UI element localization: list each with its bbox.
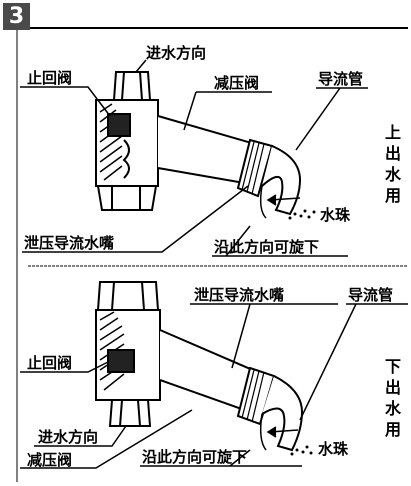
- top-label-check-valve: 止回阀: [27, 69, 73, 87]
- bottom-leader-lines: [20, 303, 408, 469]
- bottom-inlet-nut: [108, 399, 152, 427]
- top-rotate-arrow: [266, 194, 301, 206]
- bottom-check-insert: [107, 349, 135, 373]
- bottom-label-rotate-hint: 沿此方向可旋下: [142, 448, 248, 466]
- top-water-drops: [288, 209, 316, 220]
- bottom-assembly: [95, 281, 304, 452]
- bottom-top-nut: [96, 281, 160, 311]
- top-bottom-nut: [96, 185, 158, 211]
- top-label-water-drops: 水珠: [320, 206, 351, 224]
- top-assembly: [95, 71, 302, 219]
- top-label-rotate-hint: 沿此方向可旋下: [214, 238, 320, 256]
- bottom-label-diversion-pipe: 导流管: [348, 286, 394, 304]
- bottom-label-check-valve: 止回阀: [27, 354, 73, 372]
- top-label-inlet-direction: 进水方向: [146, 44, 207, 62]
- top-label-diversion-pipe: 导流管: [318, 70, 364, 88]
- bottom-diversion-nozzle: [261, 375, 304, 452]
- top-ring: [236, 138, 274, 198]
- bottom-water-stream: [259, 413, 267, 451]
- top-diversion-nozzle: [261, 145, 302, 216]
- bottom-rotate-arrow: [266, 426, 299, 438]
- bottom-ring: [236, 366, 276, 426]
- top-leader-lines: [20, 59, 368, 257]
- top-label-outlet-mode: 上出水用: [384, 123, 401, 205]
- top-check-insert: [107, 113, 131, 137]
- bottom-label-pressure-reducing-valve: 减压阀: [27, 451, 73, 469]
- bottom-label-outlet-mode: 下出水用: [384, 357, 401, 439]
- bottom-water-drops: [290, 445, 313, 456]
- bottom-label-water-drops: 水珠: [318, 440, 349, 458]
- bottom-label-relief-nozzle: 泄压导流水嘴: [194, 286, 285, 304]
- top-water-stream: [259, 185, 267, 219]
- top-label-relief-nozzle: 泄压导流水嘴: [24, 234, 115, 252]
- top-inlet-nut: [112, 71, 152, 101]
- top-label-pressure-reducing-valve: 减压阀: [214, 74, 260, 92]
- bottom-label-inlet-direction: 进水方向: [38, 428, 99, 446]
- step-number-badge: 3: [3, 3, 30, 30]
